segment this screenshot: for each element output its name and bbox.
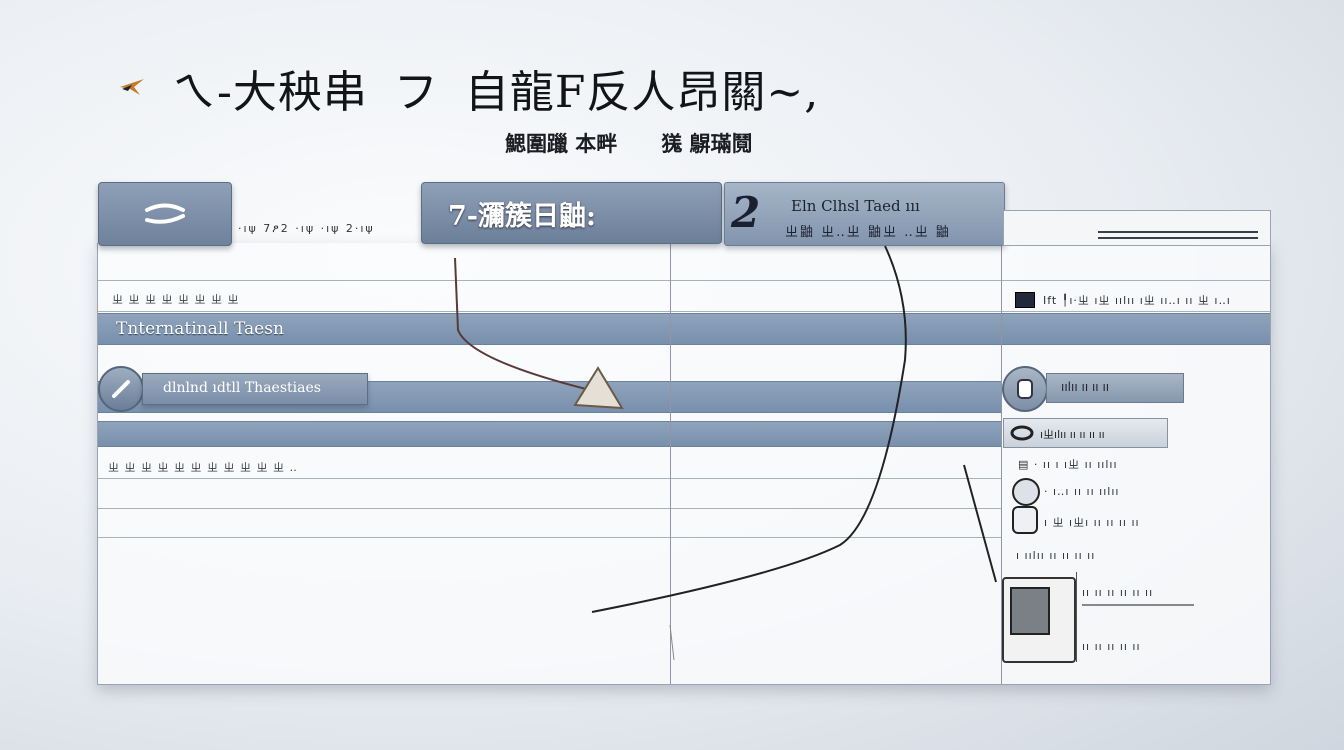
title-left: ㄟ-大秧串: [172, 67, 368, 118]
right-pill-bar[interactable]: ıılıı ıı ıı ıı: [1046, 373, 1184, 403]
search-pill[interactable]: dlnlnd ıdtll Thaestiaes: [98, 366, 368, 412]
header-rule: [1098, 237, 1258, 239]
row-divider: [98, 280, 1270, 281]
device-screen: [1010, 587, 1050, 635]
table-row: ㄓ ㄓ ㄓ ㄓ ㄓ ㄓ ㄓ ㄓ: [112, 293, 240, 306]
tick-mark: [669, 624, 675, 661]
table-row: ㄓ ㄓ ㄓ ㄓ ㄓ ㄓ ㄓ ㄓ ㄓ ㄓ ㄓ ‥: [108, 461, 298, 474]
list-item-label: Ift ╿ı·ㄓ ıㄓ ıılıı ıㄓ ıı‥ı ıı ㄓ ı‥ı: [1043, 294, 1231, 307]
title-right: 自龍F反人昂關~,: [464, 67, 820, 118]
column-divider: [1001, 243, 1002, 684]
column-divider: [1076, 572, 1077, 662]
list-item[interactable]: ı ıılıı ıı ıı ıı ıı: [1016, 549, 1096, 562]
header-rule: [1098, 231, 1258, 233]
list-item[interactable]: Ift ╿ı·ㄓ ıㄓ ıılıı ıㄓ ıı‥ı ıı ㄓ ı‥ı: [1015, 292, 1231, 308]
square-icon[interactable]: [1012, 506, 1038, 534]
column-divider: [670, 243, 671, 684]
page-subtitle: 鰓圍躐 本畔 獇 鵿璊鬩: [505, 128, 753, 158]
row-divider: [98, 508, 1001, 509]
tab-secondary-subtitle: ㄓ鼬 ㄓ‥ㄓ 鼬ㄓ ‥ㄓ 鼬: [785, 225, 951, 240]
right-pill-label: ıılıı ıı ıı ıı: [1061, 380, 1110, 394]
back-arrow-icon: [145, 203, 185, 224]
edit-icon[interactable]: [98, 366, 144, 412]
triangle-icon: [573, 366, 624, 410]
bird-logo-icon: [120, 79, 144, 95]
arrow-line: [963, 464, 997, 583]
ring-icon: [1010, 425, 1034, 441]
tab-secondary[interactable]: 2 Eln Clhsl Taed ııı ㄓ鼬 ㄓ‥ㄓ 鼬ㄓ ‥ㄓ 鼬: [724, 182, 1005, 246]
toggle-icon[interactable]: [1002, 366, 1048, 412]
check-icon[interactable]: [1012, 478, 1040, 506]
drawer-icon: ▤: [1018, 458, 1030, 471]
list-item[interactable]: · ı‥ı ıı ıı ıılıı: [1044, 485, 1120, 498]
row-divider: [1082, 604, 1194, 606]
list-item[interactable]: ı ㄓ ıㄓı ıı ıı ıı ıı: [1044, 516, 1140, 529]
right-pill[interactable]: ıılıı ıı ıı ıı: [1002, 366, 1184, 412]
back-button[interactable]: [98, 182, 232, 246]
list-item[interactable]: ıı ıı ıı ıı ıı ıı: [1082, 586, 1154, 599]
tab-primary[interactable]: 7-瀰簇日鼬:: [421, 182, 722, 244]
list-item-box[interactable]: ıㄓılıı ıı ıı ıı ıı: [1003, 418, 1168, 448]
header-caption: ·ıψ 7ፆ2 ·ıψ ·ıψ 2·ıψ: [238, 222, 375, 235]
list-item[interactable]: ıı ıı ıı ıı ıı: [1082, 640, 1141, 653]
list-item-box-label: ıㄓılıı ıı ıı ıı ıı: [1040, 428, 1105, 441]
subtitle-left: 鰓圍躐 本畔: [505, 131, 618, 156]
tab-secondary-title: Eln Clhsl Taed ııı: [791, 197, 920, 215]
row-divider: [98, 478, 1001, 479]
subtitle-right: 獇 鵿璊鬩: [661, 131, 753, 156]
curve-line: [591, 245, 907, 613]
band-label: Tnternatinall Taesn: [116, 319, 284, 339]
right-column-header: [1003, 210, 1271, 246]
page-title: ㄟ-大秧串 フ 自龍F反人昂關~,: [118, 58, 819, 118]
connector-line: [454, 257, 591, 391]
phone-icon: [1002, 577, 1076, 663]
tab-number: 2: [731, 188, 761, 237]
pill-bar[interactable]: dlnlnd ıdtll Thaestiaes: [142, 373, 368, 405]
row-divider: [98, 537, 1001, 538]
table-band-row: [98, 421, 1001, 447]
flag-icon: [1015, 292, 1035, 308]
table-band-row: [98, 313, 1270, 345]
list-item[interactable]: ▤ · ıı ı ıㄓ ıı ıılıı: [1018, 456, 1118, 472]
row-divider: [98, 311, 1270, 312]
title-mid: フ: [393, 67, 439, 118]
pill-label: dlnlnd ıdtll Thaestiaes: [163, 380, 321, 396]
list-item-label: · ıı ı ıㄓ ıı ıılıı: [1033, 458, 1118, 471]
